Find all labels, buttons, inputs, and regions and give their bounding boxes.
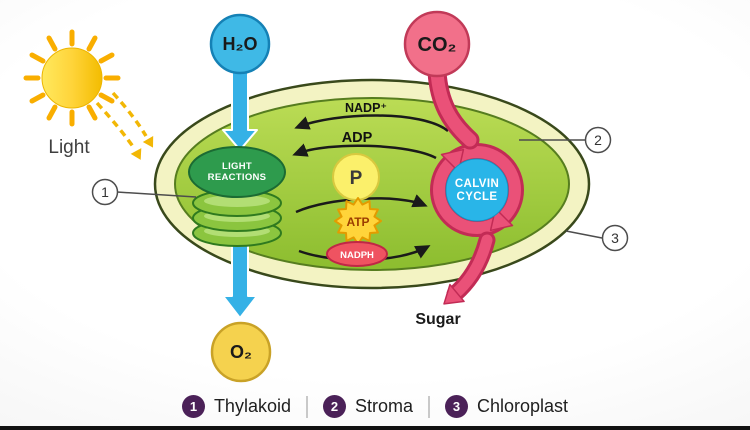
sun: Light: [23, 29, 154, 160]
light-ray-arrow: [95, 91, 154, 160]
thylakoid-disc-highlight: [204, 195, 270, 207]
legend-label-chloroplast: Chloroplast: [477, 396, 569, 416]
callout-3-number: 3: [611, 230, 619, 246]
calvin-label-line1: CALVIN: [455, 178, 499, 190]
calvin-cycle-circle: [445, 158, 509, 222]
bottom-border: [0, 426, 750, 430]
thylakoid-stack: LIGHT REACTIONS: [188, 146, 286, 247]
adp-label: ADP: [342, 130, 373, 146]
legend-badge-1: 1: [181, 395, 205, 418]
atp-burst: [334, 197, 382, 245]
co2-label: CO₂: [418, 34, 457, 56]
atp-label: ATP: [346, 215, 369, 229]
callout-chloroplast: 3: [565, 224, 629, 252]
co2-arrow: [427, 62, 480, 150]
callout-stroma: 2: [519, 126, 612, 154]
legend-badge-3: 3: [445, 395, 469, 418]
h2o-molecule: H₂O: [209, 13, 271, 75]
legend-label-stroma: Stroma: [354, 396, 414, 416]
nadph-label: NADPH: [340, 250, 374, 261]
light-reactions-label-line1: LIGHT: [222, 161, 252, 172]
legend-divider: [305, 395, 308, 418]
legend-item-stroma: 2 Stroma: [322, 395, 414, 418]
legend-item-chloroplast: 3 Chloroplast: [445, 395, 568, 418]
sugar-label: Sugar: [415, 311, 460, 328]
callout-1-number: 1: [101, 184, 109, 200]
legend: 1 Thylakoid 2 Stroma 3 Chloroplast: [0, 395, 750, 418]
adp-return-arrow: [292, 143, 437, 160]
light-reactions-cap: [188, 146, 286, 198]
callout-thylakoid: 1: [91, 178, 197, 206]
light-label: Light: [48, 137, 90, 158]
callout-2-number: 2: [594, 132, 602, 148]
sun-body: [41, 47, 103, 109]
legend-label-thylakoid: Thylakoid: [213, 396, 291, 416]
legend-divider: [428, 395, 431, 418]
calvin-label-line2: CYCLE: [457, 191, 498, 203]
oxygen-arrow-out: [222, 239, 258, 319]
h2o-label: H₂O: [223, 34, 258, 54]
phosphate-label: P: [350, 168, 363, 189]
nadp-label: NADP⁺: [345, 101, 387, 115]
legend-item-thylakoid: 1 Thylakoid: [181, 395, 291, 418]
light-reactions-label-line2: REACTIONS: [208, 172, 267, 183]
legend-badge-2: 2: [322, 395, 346, 418]
sun-rays: [23, 29, 121, 127]
o2-molecule: O₂: [210, 321, 272, 383]
nadp-return-arrow: [294, 114, 449, 132]
o2-label: O₂: [230, 342, 252, 362]
water-arrow-in: [222, 69, 258, 151]
sugar-arrow: [443, 231, 496, 305]
co2-molecule: CO₂: [403, 10, 471, 78]
nadph-pill: [326, 241, 388, 267]
